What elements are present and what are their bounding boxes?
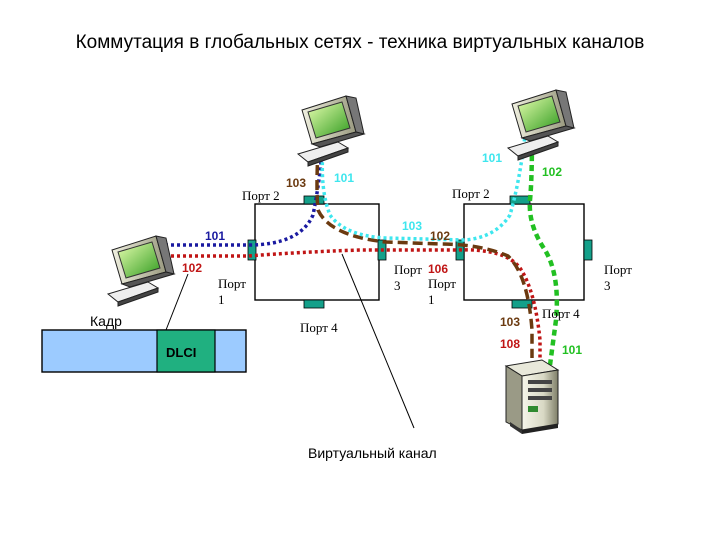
- channel-number: 102: [542, 165, 562, 179]
- computer-icon: [507, 89, 575, 161]
- switch-2-port-3-label: Порт: [604, 262, 632, 277]
- switch-2-port-2-label: Порт 2: [452, 186, 490, 201]
- switch-1-port-1-label: Порт: [218, 276, 246, 291]
- path-green: [527, 134, 560, 366]
- channel-number: 103: [402, 219, 422, 233]
- frame-pointer-line: [165, 273, 189, 331]
- channel-number: 101: [482, 151, 502, 165]
- frame-diagram: [41, 273, 247, 373]
- page-title: Коммутация в глобальных сетях - техника …: [75, 32, 645, 53]
- switch-1-port-3-number: 3: [394, 278, 401, 293]
- switch-1-port-1-number: 1: [218, 292, 225, 307]
- frame-label: Кадр: [90, 313, 122, 329]
- channel-number: 102: [430, 229, 450, 243]
- computer-icon: [107, 235, 175, 307]
- channel-number: 103: [286, 176, 306, 190]
- switch-1-port-1-connector: [247, 239, 257, 261]
- channel-number: 108: [500, 337, 520, 351]
- switch-1-port-2-label: Порт 2: [242, 188, 280, 203]
- channel-number: 102: [182, 261, 202, 275]
- path-blue: [165, 149, 324, 247]
- switch-2-port-3-number: 3: [604, 278, 611, 293]
- switch-2-port-3-connector: [583, 239, 593, 261]
- switch-1-port-4-label: Порт 4: [300, 320, 338, 335]
- switch-1-port-3-label: Порт: [394, 262, 422, 277]
- channel-number: 101: [334, 171, 354, 185]
- dlci-field: [156, 329, 216, 373]
- channel-number: 106: [428, 262, 448, 276]
- switch-2-port-1-number: 1: [428, 292, 435, 307]
- server-icon: [504, 359, 560, 434]
- channel-number: 103: [500, 315, 520, 329]
- path-brown: [315, 149, 534, 358]
- computer-icon: [297, 95, 365, 167]
- switch-2: [455, 195, 593, 309]
- switch-1-port-4-connector: [303, 299, 325, 309]
- path-red: [165, 248, 542, 360]
- switch-2-body: [463, 203, 585, 301]
- switch-2-port-4-label: Порт 4: [542, 306, 580, 321]
- virtual-channel-pointer: [341, 253, 415, 429]
- switch-2-port-1-label: Порт: [428, 276, 456, 291]
- virtual-channel-label: Виртуальный канал: [308, 445, 437, 461]
- dlci-label: DLCI: [166, 345, 196, 360]
- switch-2-port-4-connector: [511, 299, 533, 309]
- channel-number: 101: [205, 229, 225, 243]
- path-cyan: [320, 134, 527, 242]
- channel-number: 101: [562, 343, 582, 357]
